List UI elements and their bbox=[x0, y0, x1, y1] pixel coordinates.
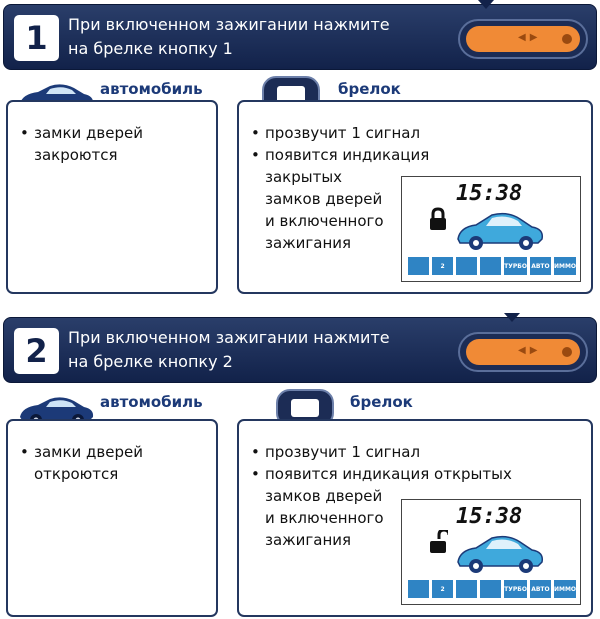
pointer-icon bbox=[504, 313, 520, 322]
lcd-icon-cross bbox=[456, 257, 478, 275]
fob-lcd-display: 15:38 2 ТУРБО АВТО ИММО bbox=[401, 176, 581, 282]
lcd-time: 15:38 bbox=[456, 181, 523, 206]
car-result-box: замки дверей закроются bbox=[6, 100, 218, 294]
lcd-icon-gun bbox=[408, 580, 430, 598]
step-instruction: При включенном зажигании нажмите на брел… bbox=[68, 15, 390, 58]
fob-result-signal: прозвучит 1 сигнал bbox=[251, 441, 512, 463]
fob-label: брелок bbox=[350, 393, 413, 411]
car-result-text: замки дверей откроются bbox=[20, 441, 143, 485]
car-result-text: замки дверей закроются bbox=[20, 122, 143, 166]
lcd-icon-auto: АВТО bbox=[529, 257, 551, 275]
lcd-icon-turbo: ТУРБО bbox=[504, 580, 527, 598]
step-header: 2 При включенном зажигании нажмите на бр… bbox=[3, 317, 597, 383]
step-header: 1 При включенном зажигании нажмите на бр… bbox=[3, 4, 597, 70]
lcd-status-icons: 2 ТУРБО АВТО ИММО bbox=[408, 580, 577, 598]
lcd-icon-key bbox=[480, 580, 502, 598]
lcd-icon-cross bbox=[456, 580, 478, 598]
fob-result-signal: прозвучит 1 сигнал bbox=[251, 122, 429, 144]
key-fob-icon: ◀▶ bbox=[458, 19, 588, 59]
pointer-icon bbox=[478, 0, 494, 9]
fob-result-box: прозвучит 1 сигнал появится индикация от… bbox=[237, 419, 593, 617]
lcd-icon-key bbox=[480, 257, 502, 275]
lcd-icon-immo: ИММО bbox=[553, 580, 577, 598]
step-instruction: При включенном зажигании нажмите на брел… bbox=[68, 328, 390, 371]
lcd-status-icons: 2 ТУРБО АВТО ИММО bbox=[408, 257, 577, 275]
step-number: 2 bbox=[14, 328, 59, 374]
lock-open-icon bbox=[430, 530, 448, 553]
lcd-car-icon bbox=[457, 212, 544, 250]
lcd-car-icon bbox=[457, 535, 544, 573]
fob-result-indication: появится индикация закрытых замков двере… bbox=[251, 144, 429, 254]
lcd-icon-2: 2 bbox=[432, 580, 454, 598]
key-fob-icon: ◀▶ bbox=[458, 332, 588, 372]
lcd-time: 15:38 bbox=[456, 504, 523, 529]
car-result-box: замки дверей откроются bbox=[6, 419, 218, 617]
step-number: 1 bbox=[14, 15, 59, 61]
lcd-icon-2: 2 bbox=[432, 257, 454, 275]
fob-label: брелок bbox=[338, 80, 401, 98]
lcd-icon-auto: АВТО bbox=[529, 580, 551, 598]
car-label: автомобиль bbox=[100, 80, 203, 98]
fob-lcd-display: 15:38 2 ТУРБО АВТО ИММО bbox=[401, 499, 581, 605]
lcd-icon-gun bbox=[408, 257, 430, 275]
lock-closed-icon bbox=[430, 207, 446, 230]
car-label: автомобиль bbox=[100, 393, 203, 411]
lcd-icon-turbo: ТУРБО bbox=[504, 257, 527, 275]
lcd-icon-immo: ИММО bbox=[553, 257, 577, 275]
fob-result-indication: появится индикация открытых замков двере… bbox=[251, 463, 512, 551]
fob-result-box: прозвучит 1 сигнал появится индикация за… bbox=[237, 100, 593, 294]
